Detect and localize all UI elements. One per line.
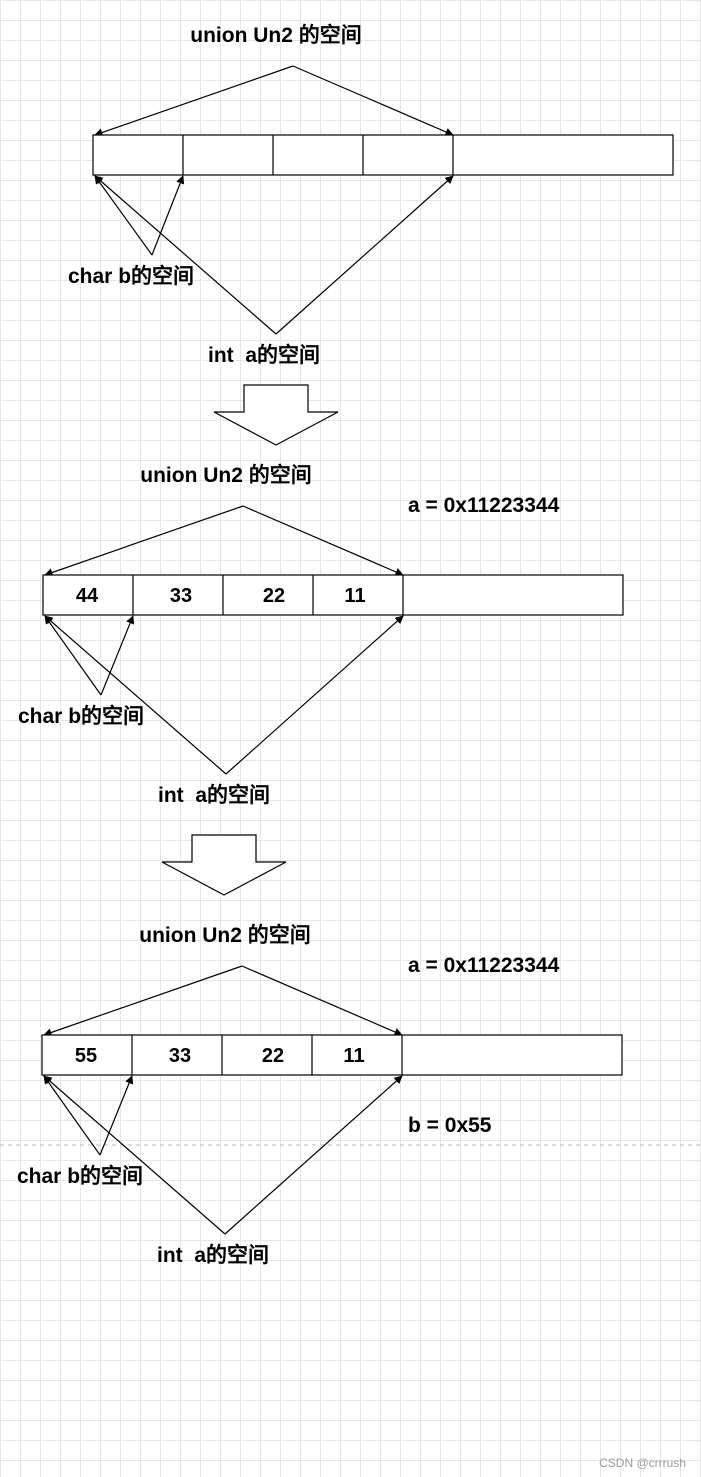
union-size-bracket (44, 505, 404, 577)
int-a-label: int a的空间 (158, 783, 270, 807)
watermark: CSDN @crrrush (599, 1456, 686, 1470)
byte-cell-3: 11 (344, 585, 365, 607)
int-a-arrows (43, 1075, 403, 1235)
char-b-arrows (44, 615, 135, 696)
union-title: union Un2 的空间 (190, 23, 362, 47)
int-a-label: int a的空间 (208, 343, 320, 367)
byte-cell-1: 33 (169, 1045, 191, 1067)
union-title: union Un2 的空间 (140, 463, 312, 487)
byte-cell-3: 11 (343, 1045, 364, 1067)
union-size-bracket (94, 65, 454, 137)
memory-bar: 55 33 22 11 (41, 1034, 623, 1076)
byte-cell-2: 22 (262, 1045, 284, 1067)
int-a-arrows (44, 615, 404, 775)
char-b-label: char b的空间 (18, 704, 144, 728)
byte-cell-1: 33 (170, 585, 192, 607)
char-b-label: char b的空间 (68, 264, 194, 288)
int-a-arrows (94, 175, 454, 335)
byte-cell-0: 55 (75, 1045, 97, 1067)
byte-cell-2: 22 (263, 585, 285, 607)
panel-3: union Un2 的空间 a = 0x11223344 55 33 22 11… (17, 923, 623, 1267)
memory-bar: 44 33 22 11 (42, 574, 624, 616)
value-a-label: a = 0x11223344 (408, 494, 560, 517)
int-a-label: int a的空间 (157, 1243, 269, 1267)
value-b-label: b = 0x55 (408, 1114, 492, 1137)
value-a-label: a = 0x11223344 (408, 954, 560, 977)
char-b-label: char b的空间 (17, 1164, 143, 1188)
union-size-bracket (43, 965, 403, 1037)
union-title: union Un2 的空间 (139, 923, 311, 947)
panel-2: union Un2 的空间 a = 0x11223344 44 33 22 11… (18, 463, 624, 807)
char-b-arrows (94, 175, 185, 256)
byte-cell-0: 44 (76, 585, 99, 607)
down-arrow-icon (213, 384, 339, 446)
panel-1: union Un2 的空间 char b的空间 int a的空间 (68, 23, 674, 367)
down-arrow-icon (161, 834, 287, 896)
char-b-arrows (43, 1075, 134, 1156)
memory-bar (92, 134, 674, 176)
